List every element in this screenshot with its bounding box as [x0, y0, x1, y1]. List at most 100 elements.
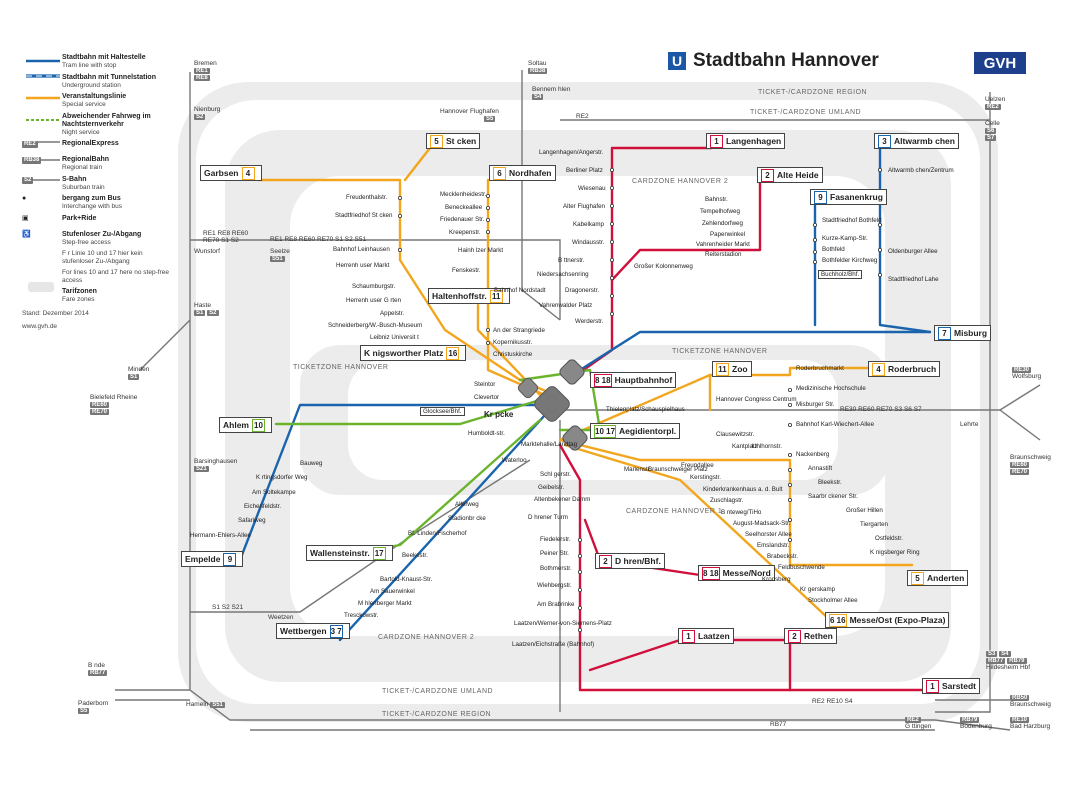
station-label: Dragonerstr.: [565, 287, 600, 294]
station-label: Bahnhof Nordstadt: [494, 287, 546, 294]
station-label-buchholz[interactable]: Buchholz/Bhf.: [818, 270, 863, 279]
station-label: Thielenplatz/Schauspielhaus: [606, 406, 685, 413]
map-title-block: U Stadtbahn Hannover: [668, 50, 879, 72]
rail-string-sarstedt: RE2 RE10 S4: [812, 698, 853, 705]
station-label: Tresckowstr.: [344, 612, 379, 619]
zone-label-h2-top: CARDZONE HANNOVER 2: [632, 178, 729, 185]
station-label: Langenhagen/Angerstr.: [539, 149, 604, 156]
station-label: Schaumburgstr.: [352, 283, 396, 290]
park-ride-icon: ▣: [22, 214, 29, 222]
station-label: Saarbr ckener Str.: [808, 493, 858, 500]
station-label: Nackenberg: [796, 451, 830, 458]
station-label: Herrenh user G rten: [346, 297, 402, 304]
rail-string-weetzen: S1 S2 S21: [212, 604, 244, 611]
hub-steintor: [517, 377, 539, 399]
station-label: Safariweg: [238, 517, 266, 524]
station-label-glocksee[interactable]: Glocksee/Bhf.: [420, 407, 465, 416]
station-label: Großer Kolonnenweg: [634, 263, 693, 270]
zone-label-region-bottom: TICKET-/CARDZONE REGION: [382, 711, 492, 718]
station-label: Wiehbergstr.: [537, 582, 572, 589]
station-label: Peiner Str.: [540, 550, 569, 557]
station-label: Am Brabrinke: [537, 601, 575, 608]
station-label: Braunschweiger Platz: [648, 466, 708, 473]
station-label: B ttnerstr.: [558, 257, 585, 264]
station-label: Clevertor: [474, 394, 500, 401]
hub-kroepcke: [534, 386, 570, 422]
station-label: Hermann-Ehlers-Allee: [190, 532, 251, 539]
station-label: Bauweg: [300, 460, 323, 467]
zone-label-umland-top: TICKET-/CARDZONE UMLAND: [750, 109, 862, 116]
station-label: Bothfelder Kirchweg: [822, 257, 878, 264]
station-label: Altwarmb chen/Zentrum: [888, 167, 954, 174]
terminus-wallensteinstr[interactable]: Wallensteinstr.17: [306, 545, 393, 561]
station-label: Herrenh user Markt: [336, 262, 390, 269]
station-label: Roderbruchmarkt: [796, 365, 844, 372]
station-label: Kinderkrankenhaus a. d. Bult: [703, 486, 783, 493]
station-label: Bleekstr.: [818, 479, 842, 486]
station-label: Laatzen/Eichstraße (Bahnhof): [512, 641, 595, 648]
station-haltenhoffstr[interactable]: Haltenhoffstr.11: [428, 288, 510, 304]
central-hubs: [517, 359, 588, 451]
station-label: Beneckeallee: [445, 204, 483, 211]
station-label: Stadtfriedhof Bothfeld: [822, 217, 882, 224]
website: www.gvh.de: [22, 323, 58, 331]
station-label: B nteweg/TiHo: [721, 509, 762, 516]
station-label: Bartold-Knaust-Str.: [380, 576, 433, 583]
station-label: Oldenburger Allee: [888, 248, 938, 255]
station-label: Uhlhornstr.: [752, 443, 782, 450]
station-label: Bahnhof Karl-Wiechert-Allee: [796, 421, 875, 428]
station-label: Waterloo: [502, 457, 527, 464]
legend-item-parkride: ▣Park+Ride: [22, 215, 172, 227]
zone-label-umland-bottom: TICKET-/CARDZONE UMLAND: [382, 688, 494, 695]
station-label: Kronsberg: [762, 576, 791, 583]
station-label: Eichenfeldstr.: [244, 503, 282, 510]
station-label: Allerweg: [455, 501, 479, 508]
station-label: An der Strangriede: [493, 327, 545, 334]
station-label: Bf. Linden/Fischerhof: [408, 530, 467, 537]
zone-label-region-top: TICKET-/CARDZONE REGION: [758, 89, 868, 96]
station-label: Leibniz Universit t: [370, 334, 419, 341]
rail-lehrte: Lehrte: [960, 421, 979, 428]
station-label: Schl gerstr.: [540, 471, 571, 478]
rail-weetzen: Weetzen: [268, 614, 294, 621]
station-label: Emslandstr.: [757, 542, 790, 549]
rail-hameln: Hameln S51: [186, 701, 225, 708]
